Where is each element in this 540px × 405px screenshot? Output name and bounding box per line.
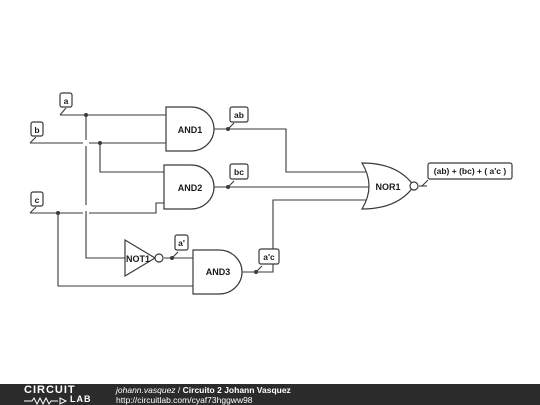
resistor-icon — [24, 397, 68, 405]
probe-a-not-c[interactable]: a'c — [255, 248, 280, 273]
probe-label-output: (ab) + (bc) + ( a'c ) — [434, 166, 507, 176]
probe-output[interactable]: (ab) + (bc) + ( a'c ) — [421, 162, 513, 187]
circuit-title: Circuito 2 Johann Vasquez — [182, 385, 291, 395]
input-b[interactable]: b — [29, 121, 44, 144]
circuit-url[interactable]: http://circuitlab.com/cyaf73hggww98 — [116, 395, 253, 405]
gate-label-not1: NOT1 — [126, 254, 150, 264]
gate-not1[interactable]: NOT1 — [124, 238, 164, 278]
gate-label-nor1: NOR1 — [375, 182, 400, 192]
wire-input-b — [30, 142, 166, 173]
junction-dot — [84, 113, 88, 117]
logo-text-circuit: CIRCUIT — [24, 384, 76, 396]
footer-bar: CIRCUIT LAB johann.vasquez / Circuito 2 … — [0, 384, 540, 405]
wire-input-c — [30, 202, 193, 287]
input-c[interactable]: c — [29, 191, 44, 214]
input-a[interactable]: a — [59, 92, 73, 116]
circuitlab-logo[interactable]: CIRCUIT LAB — [4, 384, 104, 405]
author-link[interactable]: johann.vasquez — [116, 385, 176, 395]
input-label-b: b — [34, 125, 39, 135]
credit-line: johann.vasquez / Circuito 2 Johann Vasqu… — [116, 385, 291, 395]
probe-label-a-not-c: a'c — [263, 252, 275, 262]
wires — [30, 114, 427, 287]
probe-bc[interactable]: bc — [227, 163, 249, 188]
gate-nor1[interactable]: NOR1 — [360, 162, 419, 210]
probe-label-ab: ab — [234, 110, 244, 120]
wire-input-a — [60, 114, 166, 259]
gate-label-and3: AND3 — [206, 267, 231, 277]
logo-text-lab: LAB — [70, 394, 92, 404]
gate-label-and1: AND1 — [178, 125, 203, 135]
probe-ab[interactable]: ab — [227, 106, 249, 130]
gate-and1[interactable]: AND1 — [165, 106, 215, 152]
gate-and3[interactable]: AND3 — [192, 249, 243, 295]
probe-label-a-not: a' — [178, 238, 185, 248]
wire-ab — [214, 128, 368, 173]
probe-label-bc: bc — [234, 167, 244, 177]
gate-label-and2: AND2 — [178, 183, 203, 193]
junction-dot — [98, 141, 102, 145]
junction-dot — [56, 211, 60, 215]
input-label-c: c — [35, 195, 40, 205]
gate-and2[interactable]: AND2 — [163, 164, 215, 210]
separator: / — [175, 385, 183, 395]
circuit-schematic: AND1 AND2 AND3 NOT1 NOR1 a b c ab — [29, 92, 513, 295]
input-label-a: a — [64, 96, 69, 106]
probe-a-not[interactable]: a' — [171, 234, 189, 259]
